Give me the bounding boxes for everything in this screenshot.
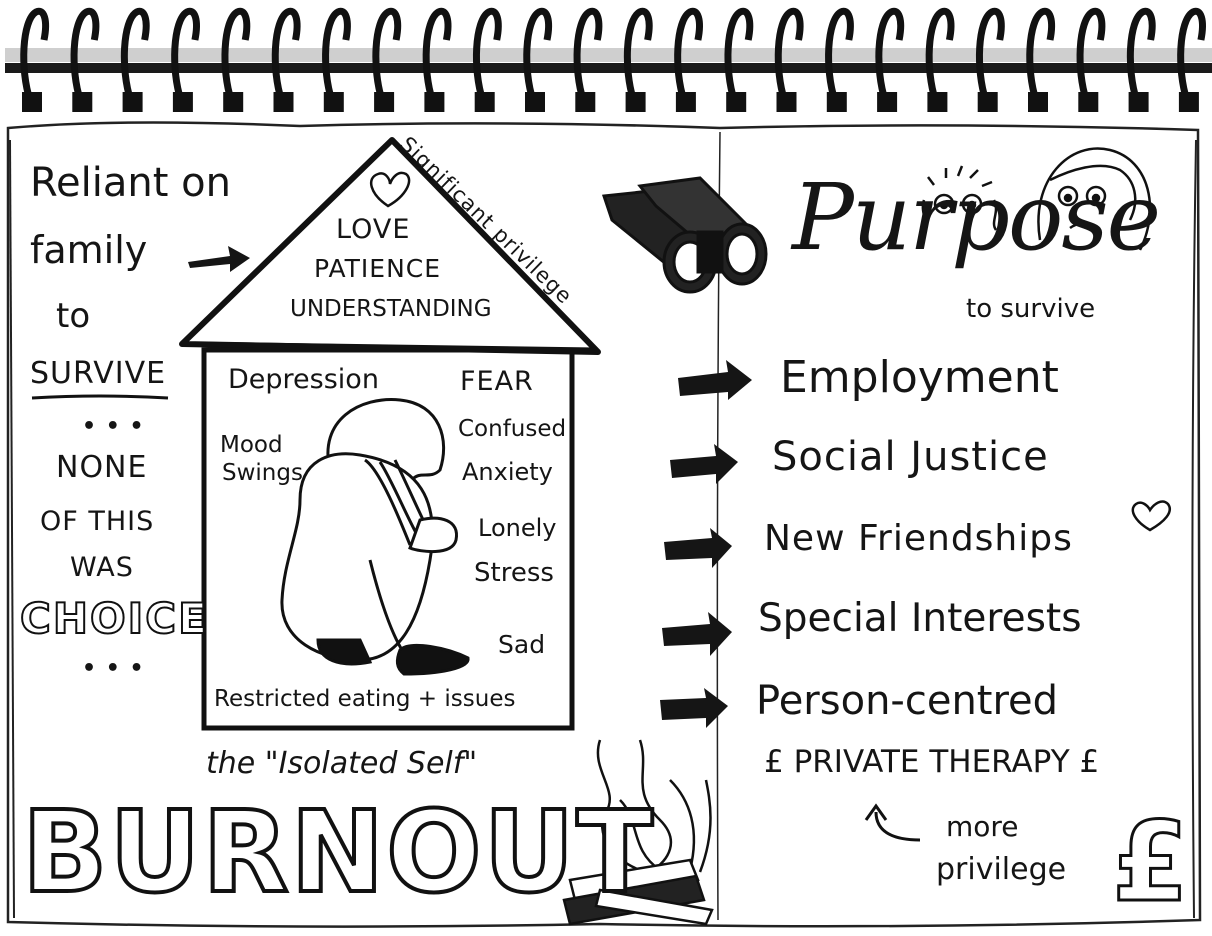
list-item-new-friendships: New Friendships	[764, 518, 1073, 559]
swings-label: Swings	[222, 460, 303, 486]
spiral-ring	[271, 7, 301, 102]
spiral-ring	[70, 7, 100, 102]
sad-label: Sad	[498, 630, 546, 659]
spiral-ring	[774, 7, 804, 102]
depression-label: Depression	[228, 364, 379, 395]
anxiety-label: Anxiety	[462, 458, 553, 486]
was-label: WAS	[70, 552, 134, 583]
binding-hole	[1178, 92, 1199, 112]
mood-label: Mood	[220, 432, 283, 458]
spiral-binding	[0, 0, 1212, 112]
spiral-ring	[1026, 7, 1056, 102]
spiral-ring	[975, 7, 1005, 102]
patience-label: PATIENCE	[314, 254, 442, 283]
spiral-ring	[523, 7, 553, 102]
binding-hole	[826, 92, 847, 112]
spiral-ring	[1126, 7, 1156, 102]
binding-hole	[1028, 92, 1048, 112]
spiral-ring	[322, 7, 351, 102]
binding-hole	[223, 92, 244, 112]
anxious-face-icon	[921, 165, 998, 231]
binding-hole	[575, 92, 596, 112]
spiral-ring	[1177, 7, 1206, 102]
private-therapy-label: £ PRIVATE THERAPY £	[764, 744, 1100, 780]
stress-label: Stress	[474, 558, 554, 588]
binding-hole	[172, 92, 193, 112]
spiral-ring	[372, 7, 402, 102]
binding-hole	[1078, 92, 1099, 112]
binding-hole	[726, 92, 747, 112]
binding-hole	[776, 92, 797, 112]
binoculars-icon	[601, 176, 768, 294]
privilege-label: privilege	[936, 852, 1067, 887]
more-label: more	[946, 810, 1019, 843]
binding-hole	[927, 92, 948, 112]
confused-label: Confused	[458, 416, 567, 442]
spiral-ring	[573, 7, 603, 102]
burnout-title: BURNOUT	[20, 786, 655, 920]
binding-hole	[273, 92, 294, 112]
arrow-icon	[188, 246, 250, 272]
campfire-icon	[562, 739, 714, 926]
dots-top: • • •	[82, 414, 145, 439]
binding-hole	[675, 92, 696, 112]
spiral-ring	[120, 7, 150, 102]
reliant-line-2: family	[30, 228, 148, 272]
none-label: NONE	[56, 450, 148, 485]
binding-hole	[474, 92, 495, 112]
reliant-line-3: to	[56, 296, 91, 336]
list-item-special-interests: Special Interests	[758, 596, 1082, 641]
binding-hole	[374, 92, 395, 112]
spiral-ring	[674, 7, 703, 102]
spiral-ring	[724, 7, 754, 102]
fear-label: FEAR	[460, 366, 534, 397]
binding-hole	[72, 92, 93, 112]
pound-icon: £	[1111, 797, 1191, 928]
understanding-label: UNDERSTANDING	[290, 296, 492, 322]
binding-hole	[424, 92, 445, 112]
binding-hole	[122, 92, 143, 112]
binding-hole	[525, 92, 545, 112]
spiral-ring	[171, 7, 200, 102]
worried-face-icon	[1037, 147, 1152, 251]
binding-hole	[323, 92, 344, 112]
house-walls	[201, 347, 575, 731]
list-item-employment: Employment	[780, 352, 1059, 403]
love-label: LOVE	[336, 214, 411, 245]
isolated-self-label: the "Isolated Self"	[206, 746, 478, 781]
binding-hole	[625, 92, 646, 112]
binding-hole	[22, 92, 42, 112]
list-arrows	[660, 360, 752, 728]
spiral-ring	[623, 7, 653, 102]
list-item-person-centred: Person-centred	[756, 678, 1059, 724]
spiral-ring	[472, 7, 502, 102]
dots-bottom: • • •	[82, 656, 145, 681]
curved-arrow-icon	[864, 803, 921, 842]
reliant-line-1: Reliant on	[30, 160, 231, 206]
spiral-ring	[825, 7, 854, 102]
restricted-eating-label: Restricted eating + issues	[214, 686, 516, 712]
list-item-social-justice: Social Justice	[772, 434, 1049, 480]
spiral-ring	[875, 7, 905, 102]
purpose-title: Purpose	[792, 164, 1161, 271]
crouching-figure-icon	[280, 398, 470, 676]
lonely-label: Lonely	[478, 514, 557, 542]
choice-label: CHOICE	[19, 593, 209, 644]
of-this-label: OF THIS	[40, 506, 155, 537]
heart-icon	[1131, 500, 1171, 532]
binding-hole	[1128, 92, 1149, 112]
spiral-ring	[422, 7, 452, 102]
survive-label: SURVIVE	[30, 356, 167, 391]
spiral-ring	[221, 7, 251, 102]
to-survive-label: to survive	[966, 294, 1096, 324]
heart-icon	[369, 171, 411, 208]
spiral-ring	[20, 7, 50, 102]
binding-hole	[877, 92, 898, 112]
spiral-ring	[925, 7, 955, 102]
spiral-ring	[1076, 7, 1106, 102]
binding-hole	[977, 92, 998, 112]
